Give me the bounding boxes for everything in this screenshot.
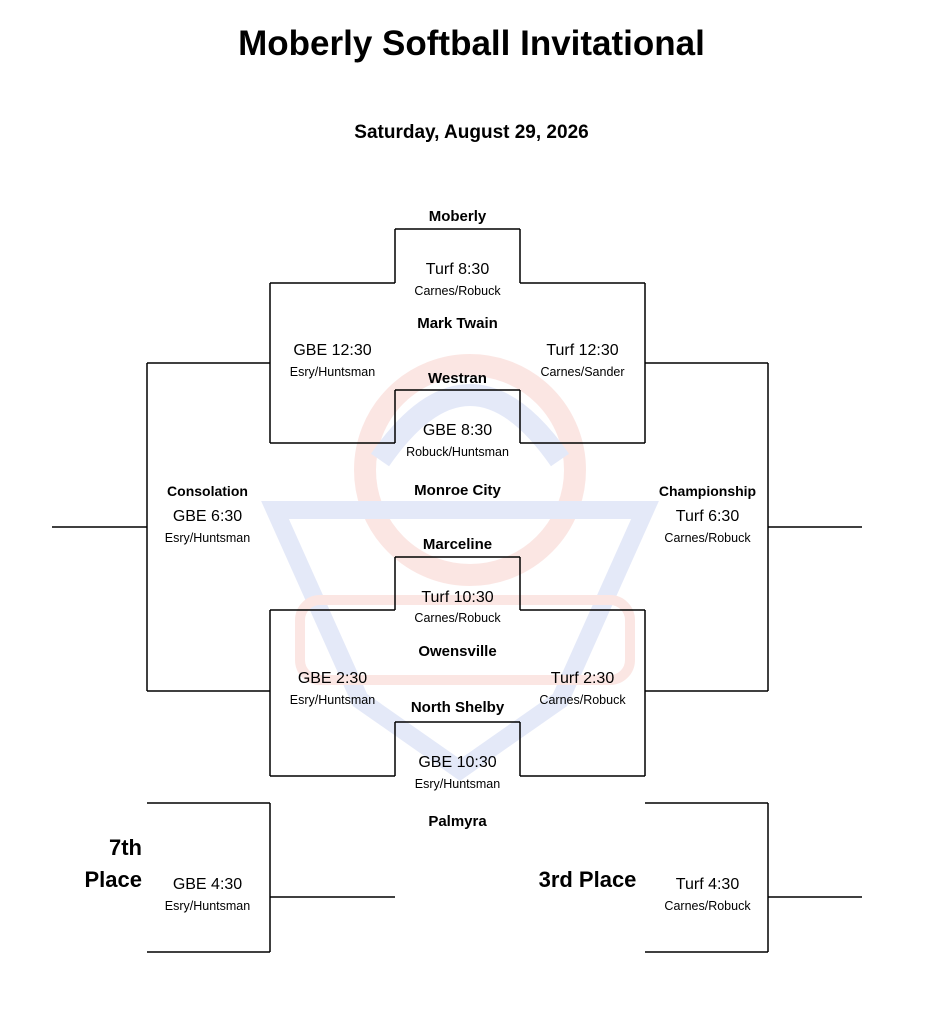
cons-semi-bottom-umpires: Esry/Huntsman <box>289 693 376 707</box>
bracket-seventh-place <box>147 802 395 953</box>
bracket-r1-game4-box <box>270 721 645 777</box>
game2-umpires: Robuck/Huntsman <box>406 445 509 459</box>
consolation-label: Consolation <box>167 483 248 499</box>
team-westran: Westran <box>428 370 487 387</box>
bracket-r1-game3-box <box>270 556 645 611</box>
seventh-place-umpires: Esry/Huntsman <box>164 899 251 913</box>
consolation-umpires: Esry/Huntsman <box>164 531 251 545</box>
champ-semi-bottom-umpires: Carnes/Robuck <box>539 693 626 707</box>
seventh-place-time: GBE 4:30 <box>172 876 243 893</box>
team-palmyra: Palmyra <box>428 813 487 830</box>
game3-umpires: Carnes/Robuck <box>414 611 501 625</box>
champ-semi-top-time: Turf 12:30 <box>546 342 619 359</box>
bracket-consolation-final <box>52 363 148 691</box>
page-title: Moberly Softball Invitational <box>238 24 705 63</box>
cons-semi-bottom-time: GBE 2:30 <box>297 670 368 687</box>
champ-semi-top-umpires: Carnes/Sander <box>540 365 625 379</box>
bracket-championship-final <box>767 363 862 691</box>
game4-time: GBE 10:30 <box>418 754 497 771</box>
cons-semi-top-umpires: Esry/Huntsman <box>289 365 376 379</box>
event-date: Saturday, August 29, 2026 <box>354 122 589 143</box>
championship-time: Turf 6:30 <box>675 508 740 525</box>
team-owensville: Owensville <box>418 643 497 660</box>
bracket-champ-semi-top <box>644 283 768 443</box>
team-marceline: Marceline <box>422 536 493 553</box>
team-monroe-city: Monroe City <box>414 482 501 499</box>
team-moberly: Moberly <box>428 208 487 225</box>
game1-time: Turf 8:30 <box>425 261 490 278</box>
bracket-cons-semi-top <box>147 283 271 443</box>
seventh-place-label-line2: Place <box>84 867 143 892</box>
third-place-time: Turf 4:30 <box>675 876 740 893</box>
game4-umpires: Esry/Huntsman <box>414 777 501 791</box>
bracket-r1-game2-box <box>270 389 645 444</box>
team-north-shelby: North Shelby <box>410 699 505 716</box>
champ-semi-bottom-time: Turf 2:30 <box>550 670 615 687</box>
game2-time: GBE 8:30 <box>422 422 493 439</box>
team-mark-twain: Mark Twain <box>417 315 498 332</box>
seventh-place-label-line1: 7th <box>109 835 142 860</box>
championship-label: Championship <box>658 483 757 499</box>
bracket-r1-game1-box <box>270 228 645 284</box>
bracket-third-place <box>645 802 862 953</box>
third-place-label: 3rd Place <box>538 867 637 892</box>
bracket-cons-semi-bottom <box>147 610 271 776</box>
bracket-champ-semi-bottom <box>644 610 768 776</box>
third-place-umpires: Carnes/Robuck <box>664 899 751 913</box>
game1-umpires: Carnes/Robuck <box>414 284 501 298</box>
seventh-place-label: 7th Place <box>60 832 143 896</box>
cons-semi-top-time: GBE 12:30 <box>293 342 372 359</box>
game3-time: Turf 10:30 <box>421 589 494 606</box>
championship-umpires: Carnes/Robuck <box>664 531 751 545</box>
consolation-time: GBE 6:30 <box>172 508 243 525</box>
